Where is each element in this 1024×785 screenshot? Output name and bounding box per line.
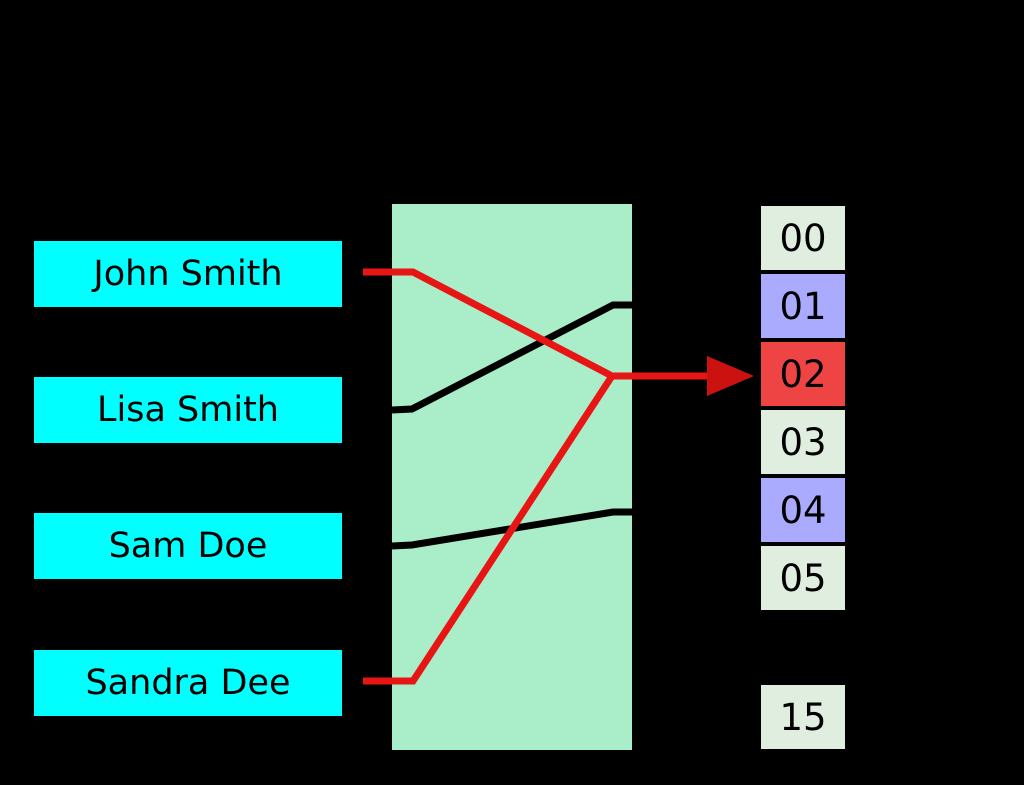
bucket-cell-00[interactable]: 00: [761, 206, 845, 270]
connector-line-sandra-dee-highlight: [363, 374, 615, 685]
key-label-lisa-smith: Lisa Smith: [97, 389, 279, 430]
bucket-cell-15[interactable]: 15: [761, 685, 845, 749]
bucket-cell-02[interactable]: 02: [761, 342, 845, 406]
key-label-sandra-dee: Sandra Dee: [85, 662, 291, 703]
hash-function-block: [392, 204, 632, 750]
key-label-john-smith: John Smith: [93, 253, 283, 294]
key-box-sam-doe[interactable]: Sam Doe: [34, 513, 342, 579]
connector-line-lisa-smith: [391, 301, 632, 414]
bucket-label-05: 05: [779, 556, 827, 600]
bucket-label-04: 04: [779, 488, 827, 532]
bucket-cell-04[interactable]: 04: [761, 478, 845, 542]
bucket-label-15: 15: [779, 695, 827, 739]
bucket-label-01: 01: [779, 284, 827, 328]
bucket-label-02: 02: [779, 352, 827, 396]
key-label-sam-doe: Sam Doe: [108, 525, 268, 566]
bucket-cell-05[interactable]: 05: [761, 546, 845, 610]
arrow-head-icon: [707, 356, 754, 396]
key-box-lisa-smith[interactable]: Lisa Smith: [34, 377, 342, 443]
key-box-sandra-dee[interactable]: Sandra Dee: [34, 650, 342, 716]
key-box-john-smith[interactable]: John Smith: [34, 241, 342, 307]
bucket-cell-03[interactable]: 03: [761, 410, 845, 474]
connector-line-john-smith-highlight: [363, 268, 614, 380]
bucket-cell-01[interactable]: 01: [761, 274, 845, 338]
bucket-label-03: 03: [779, 420, 827, 464]
bucket-label-00: 00: [779, 216, 827, 260]
